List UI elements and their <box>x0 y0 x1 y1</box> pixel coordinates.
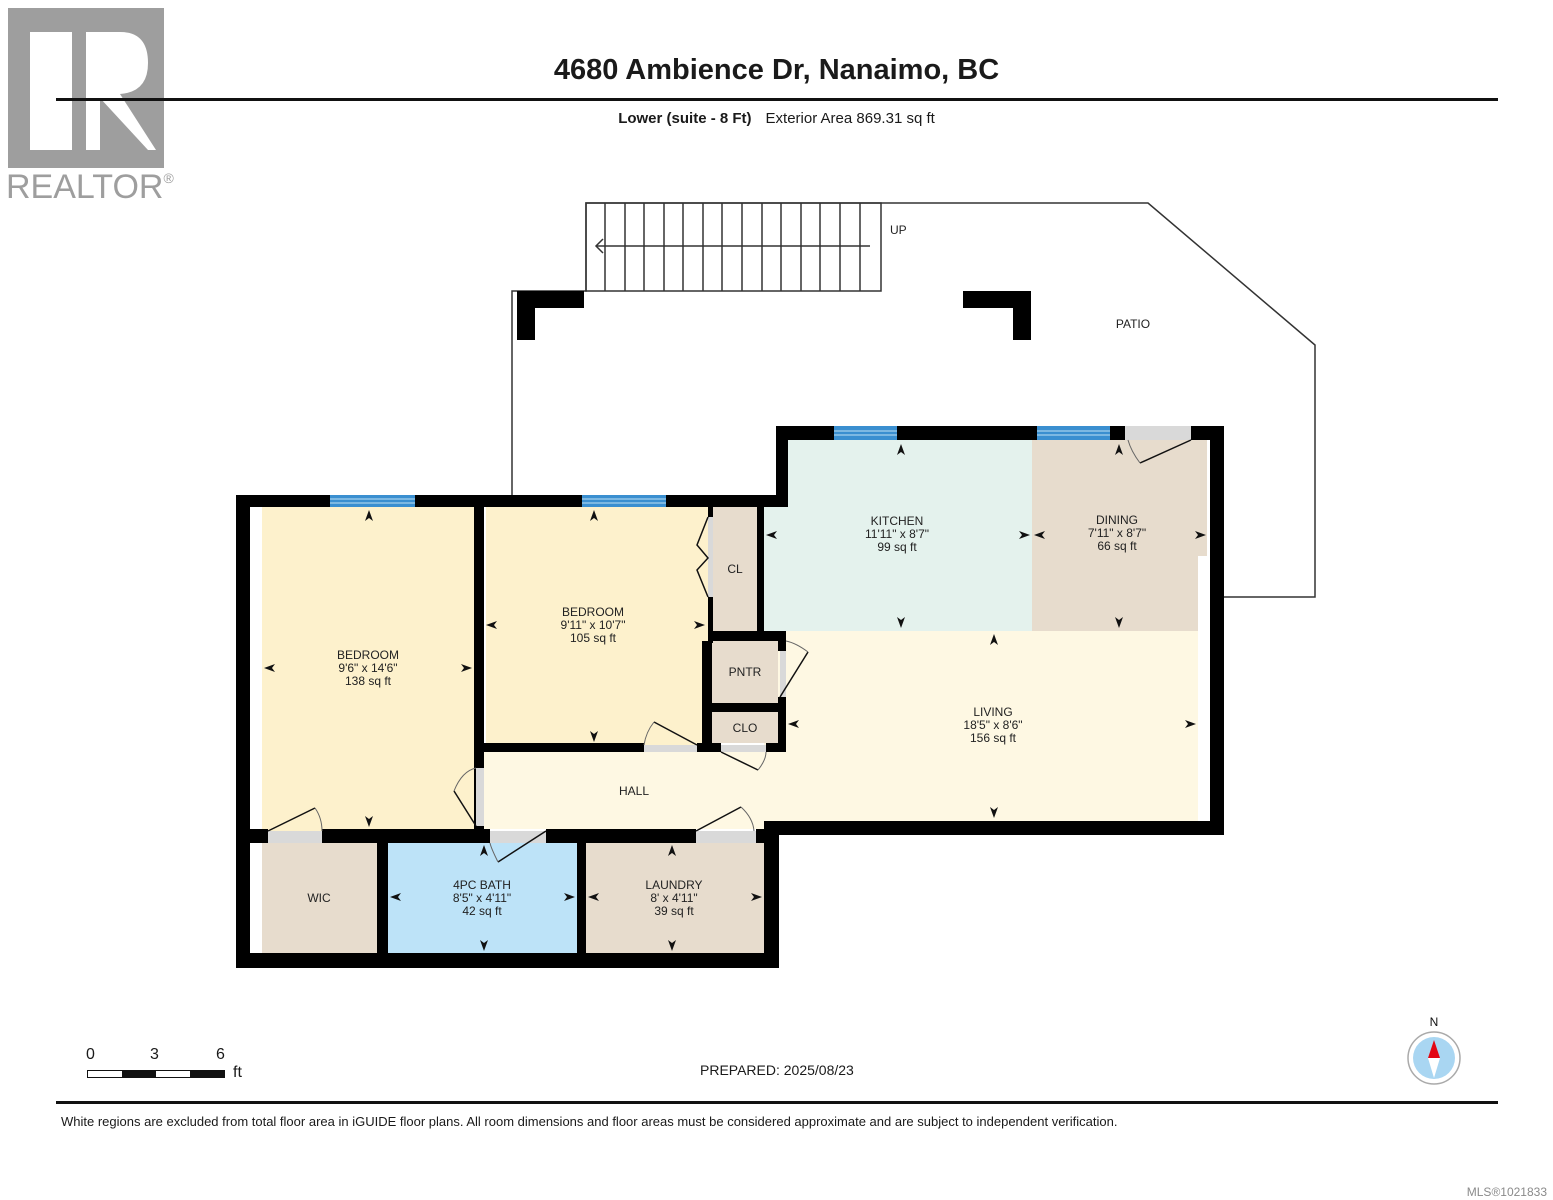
kitchen-area: 99 sq ft <box>877 540 917 554</box>
laundry-area: 39 sq ft <box>654 904 694 918</box>
laundry-name: LAUNDRY <box>645 878 702 892</box>
door-openings <box>268 426 1191 843</box>
north-compass-icon: N <box>1405 1014 1463 1086</box>
compass-n-label: N <box>1430 1015 1439 1029</box>
dining-dims: 7'11" x 8'7" <box>1088 526 1146 540</box>
exterior-area: Exterior Area 869.31 sq ft <box>765 110 935 127</box>
door-swings <box>267 439 1192 863</box>
footer-divider <box>56 1101 1498 1104</box>
floor-label: Lower (suite - 8 Ft) <box>618 110 752 127</box>
page-title: 4680 Ambience Dr, Nanaimo, BC <box>553 54 1000 86</box>
room-laundry <box>586 843 764 953</box>
bath-area: 42 sq ft <box>462 904 502 918</box>
dining-name: DINING <box>1096 513 1138 527</box>
room-living <box>786 631 1198 821</box>
room-cl <box>713 507 757 631</box>
living-dims: 18'5" x 8'6" <box>963 718 1022 732</box>
floor-subtitle: Lower (suite - 8 Ft) Exterior Area 869.31… <box>0 110 1553 127</box>
room-wic <box>262 843 377 953</box>
laundry-dims: 8' x 4'11" <box>650 891 697 905</box>
hall-name: HALL <box>619 784 649 798</box>
bedroom1-name: BEDROOM <box>337 648 399 662</box>
title-divider <box>56 98 1498 101</box>
cl-name: CL <box>727 562 743 576</box>
bedroom2-area: 105 sq ft <box>570 631 617 645</box>
kitchen-dims: 11'11" x 8'7" <box>865 527 929 541</box>
mls-number: MLS®1021833 <box>1466 1185 1547 1199</box>
realtor-wordmark: REALTOR® <box>6 168 174 206</box>
patio-label: PATIO <box>1116 317 1150 331</box>
disclaimer-text: White regions are excluded from total fl… <box>61 1114 1118 1129</box>
room-bath <box>388 843 577 953</box>
dining-area: 66 sq ft <box>1097 539 1137 553</box>
scale-tick-0: 0 <box>86 1046 95 1063</box>
kitchen-name: KITCHEN <box>871 514 924 528</box>
bedroom1-area: 138 sq ft <box>345 674 392 688</box>
patio-post-right <box>963 291 1031 340</box>
patio-post-left <box>517 291 584 340</box>
pntr-name: PNTR <box>729 665 762 679</box>
stairs <box>585 202 882 292</box>
windows <box>330 426 1110 507</box>
clo-name: CLO <box>733 721 758 735</box>
room-bedroom-2 <box>486 507 708 745</box>
room-kitchen <box>788 440 1032 631</box>
wic-name: WIC <box>307 891 331 905</box>
scale-tick-3: 3 <box>150 1046 159 1063</box>
scale-tick-6: 6 <box>216 1046 225 1063</box>
living-area: 156 sq ft <box>970 731 1017 745</box>
realtor-logo-icon <box>8 8 164 168</box>
stairs-up-label: UP <box>890 223 907 237</box>
room-clo <box>712 712 778 743</box>
room-hall <box>484 752 786 829</box>
living-name: LIVING <box>973 705 1012 719</box>
scale-unit: ft <box>233 1064 242 1081</box>
room-labels: KITCHEN 11'11" x 8'7" 99 sq ft DINING 7'… <box>307 513 1146 918</box>
bedroom2-name: BEDROOM <box>562 605 624 619</box>
room-dining <box>1032 440 1207 631</box>
bedroom1-dims: 9'6" x 14'6" <box>338 661 397 675</box>
bedroom2-dims: 9'11" x 10'7" <box>561 618 626 632</box>
prepared-date: PREPARED: 2025/08/23 <box>700 1062 854 1078</box>
bath-dims: 8'5" x 4'11" <box>453 891 511 905</box>
room-pntr <box>712 641 778 703</box>
bath-name: 4PC BATH <box>453 878 511 892</box>
dimension-arrows <box>264 444 1206 951</box>
scale-bar-graphic <box>87 1070 225 1078</box>
